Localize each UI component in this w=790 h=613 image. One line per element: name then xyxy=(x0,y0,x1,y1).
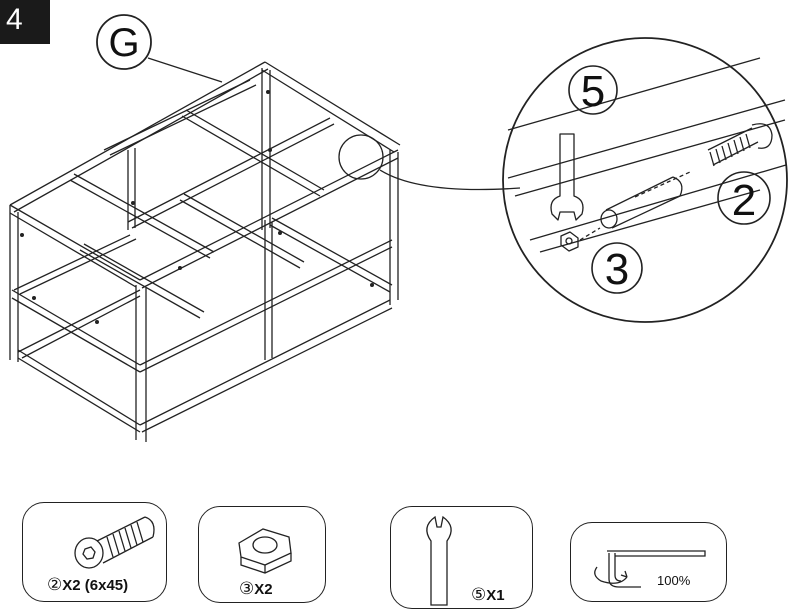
part-box-tightening: 100% xyxy=(570,522,727,602)
part-box-wrench: ⑤X1 xyxy=(390,506,533,609)
zoom-callout-bolt: 2 xyxy=(732,176,756,225)
tightening-percent: 100% xyxy=(657,573,691,588)
zoom-detail-circle xyxy=(502,37,788,323)
wrench-icon xyxy=(426,515,452,606)
zoom-barrel-nut-icon xyxy=(600,171,691,229)
zoom-callout-tool: 5 xyxy=(581,67,605,116)
hex-nut-icon xyxy=(238,528,292,574)
frame-callout-circle xyxy=(96,14,152,70)
part-quantity-wrench: X1 xyxy=(486,587,505,604)
part-quantity-bolt: X2 (6x45) xyxy=(62,577,129,594)
hex-key-rotation-icon xyxy=(594,550,706,588)
part-box-bolt: ②X2 (6x45) xyxy=(22,502,167,602)
frame-callout-letter: G xyxy=(108,21,139,65)
part-number-bolt: ② xyxy=(47,575,63,594)
step-number-badge: 4 xyxy=(0,0,50,44)
frame-g-drawing xyxy=(9,61,401,442)
zoom-nut-icon xyxy=(560,227,601,252)
zoom-callout-nut: 3 xyxy=(605,245,629,294)
part-quantity-nut: X2 xyxy=(254,581,273,598)
part-number-nut: ③ xyxy=(239,579,255,598)
zoom-wrench-icon xyxy=(550,133,584,221)
hex-socket-bolt-icon xyxy=(74,516,155,569)
part-number-wrench: ⑤ xyxy=(471,585,487,604)
part-box-nut: ③X2 xyxy=(198,506,326,603)
zoom-bolt-icon xyxy=(707,123,773,167)
